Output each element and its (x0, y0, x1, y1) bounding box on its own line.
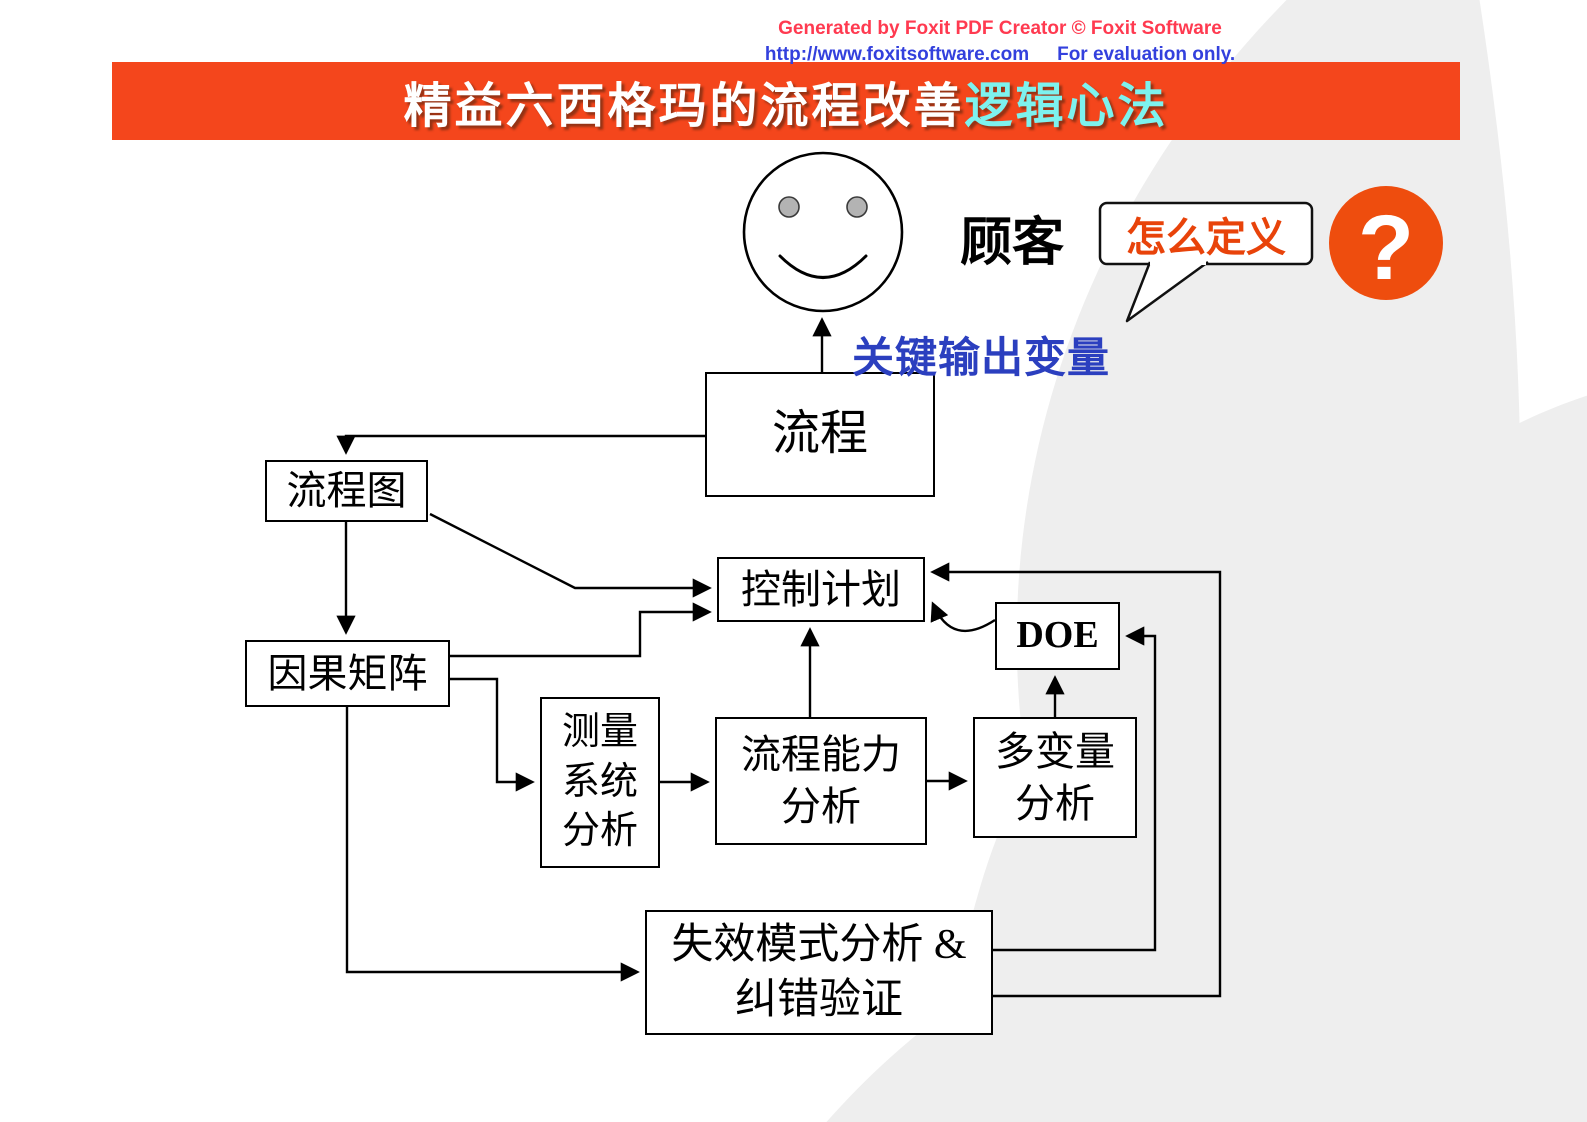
watermark-url: http://www.foxitsoftware.com (764, 43, 1030, 65)
node-cause-effect-matrix-label: 因果矩阵 (267, 650, 428, 696)
node-cause-effect-matrix: 因果矩阵 (245, 640, 450, 707)
node-control-plan-label: 控制计划 (741, 566, 901, 612)
node-fmea-error-proofing: 失效模式分析 & 纠错验证 (645, 910, 993, 1035)
title-part2: 逻辑心法 (964, 80, 1169, 133)
speech-bubble-text: 怎么定义 (1126, 215, 1286, 260)
node-msa-line1: 测量 (561, 711, 638, 754)
title-part1: 精益六西格玛的流程改善 (403, 80, 965, 133)
foxit-watermark: Generated by Foxit PDF Creator © Foxit S… (700, 16, 1300, 67)
node-doe: DOE (995, 602, 1120, 670)
node-capability-line1: 流程能力 (741, 732, 901, 777)
node-process: 流程 (705, 372, 935, 497)
node-measurement-system-analysis: 测量 系统 分析 (540, 697, 660, 868)
watermark-line2: http://www.foxitsoftware.com For evaluati… (700, 42, 1300, 68)
watermark-line1: Generated by Foxit PDF Creator © Foxit S… (778, 18, 1222, 39)
node-process-map-label: 流程图 (286, 468, 407, 513)
node-process-capability-analysis: 流程能力 分析 (715, 717, 927, 845)
node-doe-label: DOE (1016, 614, 1099, 657)
node-multivari-line1: 多变量 (995, 728, 1115, 774)
node-control-plan: 控制计划 (717, 557, 925, 622)
customer-label: 顾客 (960, 215, 1065, 272)
watermark-evaluation-text: For evaluation only. (1057, 43, 1236, 65)
node-process-label: 流程 (771, 407, 868, 461)
title-banner: 精益六西格玛的流程改善逻辑心法 (112, 62, 1460, 140)
node-multivari-line2: 分析 (1015, 780, 1095, 826)
node-capability-line2: 分析 (781, 784, 861, 829)
key-output-variable-label: 关键输出变量 (852, 336, 1111, 382)
node-fmea-line1: 失效模式分析 & (671, 921, 967, 968)
node-process-map: 流程图 (265, 460, 428, 522)
node-fmea-line2: 纠错验证 (734, 976, 903, 1023)
node-multi-vari-analysis: 多变量 分析 (973, 717, 1137, 838)
node-msa-line2: 系统 (561, 760, 638, 803)
node-msa-line3: 分析 (561, 810, 638, 853)
